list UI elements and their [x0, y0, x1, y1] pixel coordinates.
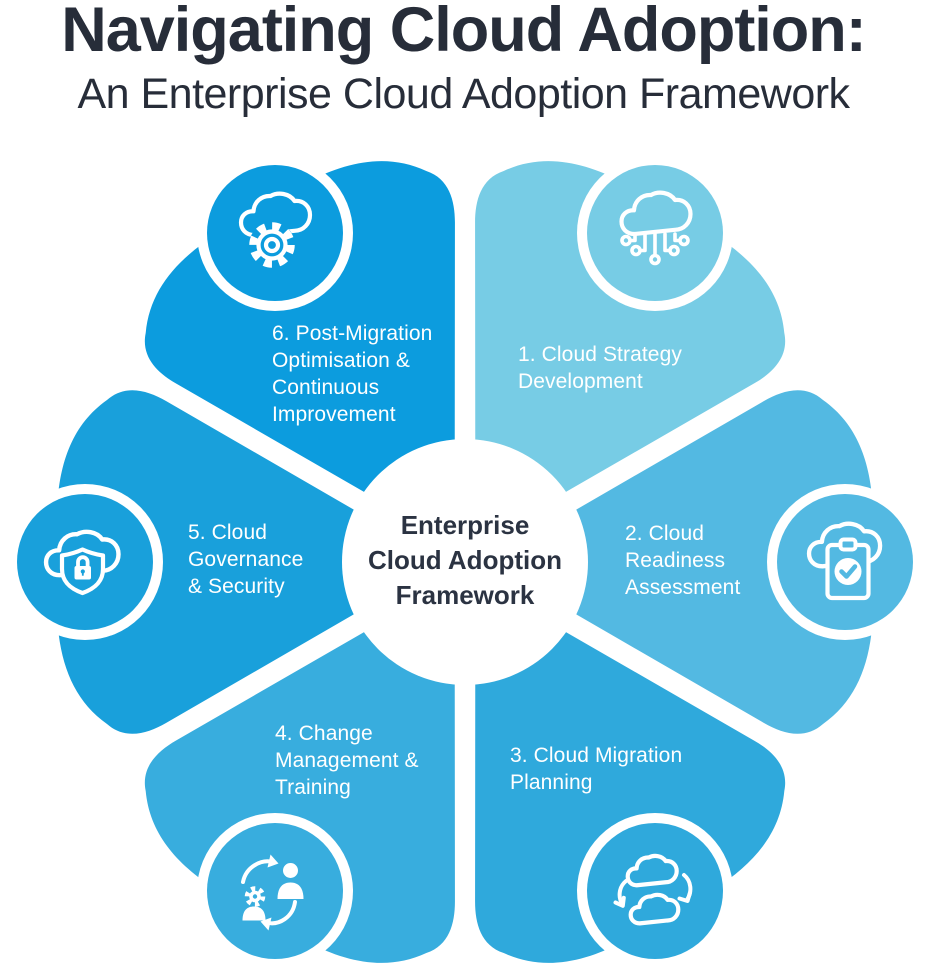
- label-line: 4. Change: [275, 722, 373, 745]
- center-label: Enterprise Cloud Adoption Framework: [345, 508, 585, 613]
- label-line: Training: [275, 776, 351, 799]
- badge-fill-4: [207, 823, 343, 959]
- label-line: Development: [518, 370, 643, 393]
- people-gear-sync-icon: [241, 854, 304, 931]
- label-line: Readiness: [625, 549, 726, 572]
- petal-label-5: 5. Cloud Governance & Security: [188, 519, 353, 600]
- cloud-circuit-icon: [622, 193, 691, 266]
- petal-label-3: 3. Cloud Migration Planning: [510, 742, 715, 796]
- label-line: & Security: [188, 575, 285, 598]
- label-line: Governance: [188, 548, 304, 571]
- center-circle: [342, 439, 588, 685]
- petal-label-6: 6. Post-Migration Optimisation & Continu…: [272, 320, 467, 428]
- center-label-line: Enterprise: [400, 510, 530, 540]
- label-line: 5. Cloud: [188, 521, 268, 544]
- cloud-sync-icon: [613, 856, 693, 923]
- petal-label-4: 4. Change Management & Training: [275, 720, 460, 801]
- label-line: Assessment: [625, 576, 741, 599]
- label-line: 3. Cloud Migration: [510, 744, 683, 767]
- label-line: Management &: [275, 749, 419, 772]
- label-line: 2. Cloud: [625, 522, 705, 545]
- label-line: 6. Post-Migration: [272, 322, 433, 345]
- petal-label-1: 1. Cloud Strategy Development: [518, 341, 713, 395]
- page-subtitle: An Enterprise Cloud Adoption Framework: [77, 70, 850, 118]
- label-line: Continuous: [272, 376, 380, 399]
- petal-label-2: 2. Cloud Readiness Assessment: [625, 520, 785, 601]
- cloud-gear-icon: [241, 194, 310, 268]
- label-line: Improvement: [272, 403, 396, 426]
- badge-fill-3: [587, 823, 723, 959]
- clipboard-check-cloud-icon: [809, 524, 880, 601]
- label-line: Planning: [510, 771, 593, 794]
- center-label-line: Framework: [395, 580, 535, 610]
- center-label-line: Cloud Adoption: [368, 545, 562, 575]
- keyhole: [80, 569, 85, 576]
- label-line: Optimisation &: [272, 349, 410, 372]
- page-title: Navigating Cloud Adoption:: [61, 0, 867, 65]
- label-line: 1. Cloud Strategy: [518, 343, 682, 366]
- cloud-shield-lock-icon: [46, 532, 118, 596]
